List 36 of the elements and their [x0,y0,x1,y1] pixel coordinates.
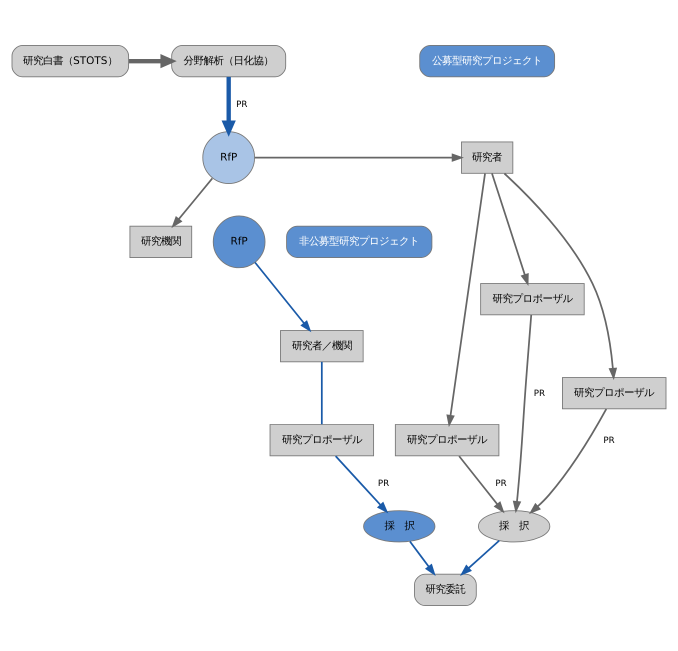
node-ellipse: 採 択 [363,510,436,542]
arrow [458,456,505,514]
arrow [335,456,388,514]
node-box: 研究者／機関 [280,330,364,362]
arrow [460,540,500,576]
edge-label: PR [236,100,248,110]
arrow [171,178,213,228]
node-box: 研究プロポーザル [562,377,666,410]
arrow [504,172,618,380]
node-box: 公募型研究プロジェクト [419,45,556,78]
node-circle: RfP [212,216,266,268]
node-ellipse: 採 択 [478,510,550,542]
node-box: 研究白書（STOTS） [12,45,130,78]
arrow [528,408,608,514]
arrow [409,541,436,576]
arrow [128,54,177,68]
node-box: 研究者 [461,142,514,174]
node-box: 非公募型研究プロジェクト [286,226,432,258]
node-box: 研究プロポーザル [270,424,374,456]
node-box: 研究プロポーザル [480,283,585,316]
arrow [254,153,464,162]
edge-label: PR [378,478,390,489]
edge-label: PR [603,436,615,446]
edge-label: PR [495,478,507,489]
edge-label: PR [534,388,546,399]
node-box: 研究委託 [414,574,477,606]
node-circle: RfP [202,131,256,184]
arrow [446,173,486,428]
arrow [222,76,236,137]
node-box: 研究機関 [129,226,192,258]
connector [320,362,323,424]
arrow [512,314,532,514]
node-box: 研究プロポーザル [394,424,500,456]
node-box: 分野解析（日化協） [171,45,286,78]
arrow [491,173,529,286]
arrow [254,262,312,332]
